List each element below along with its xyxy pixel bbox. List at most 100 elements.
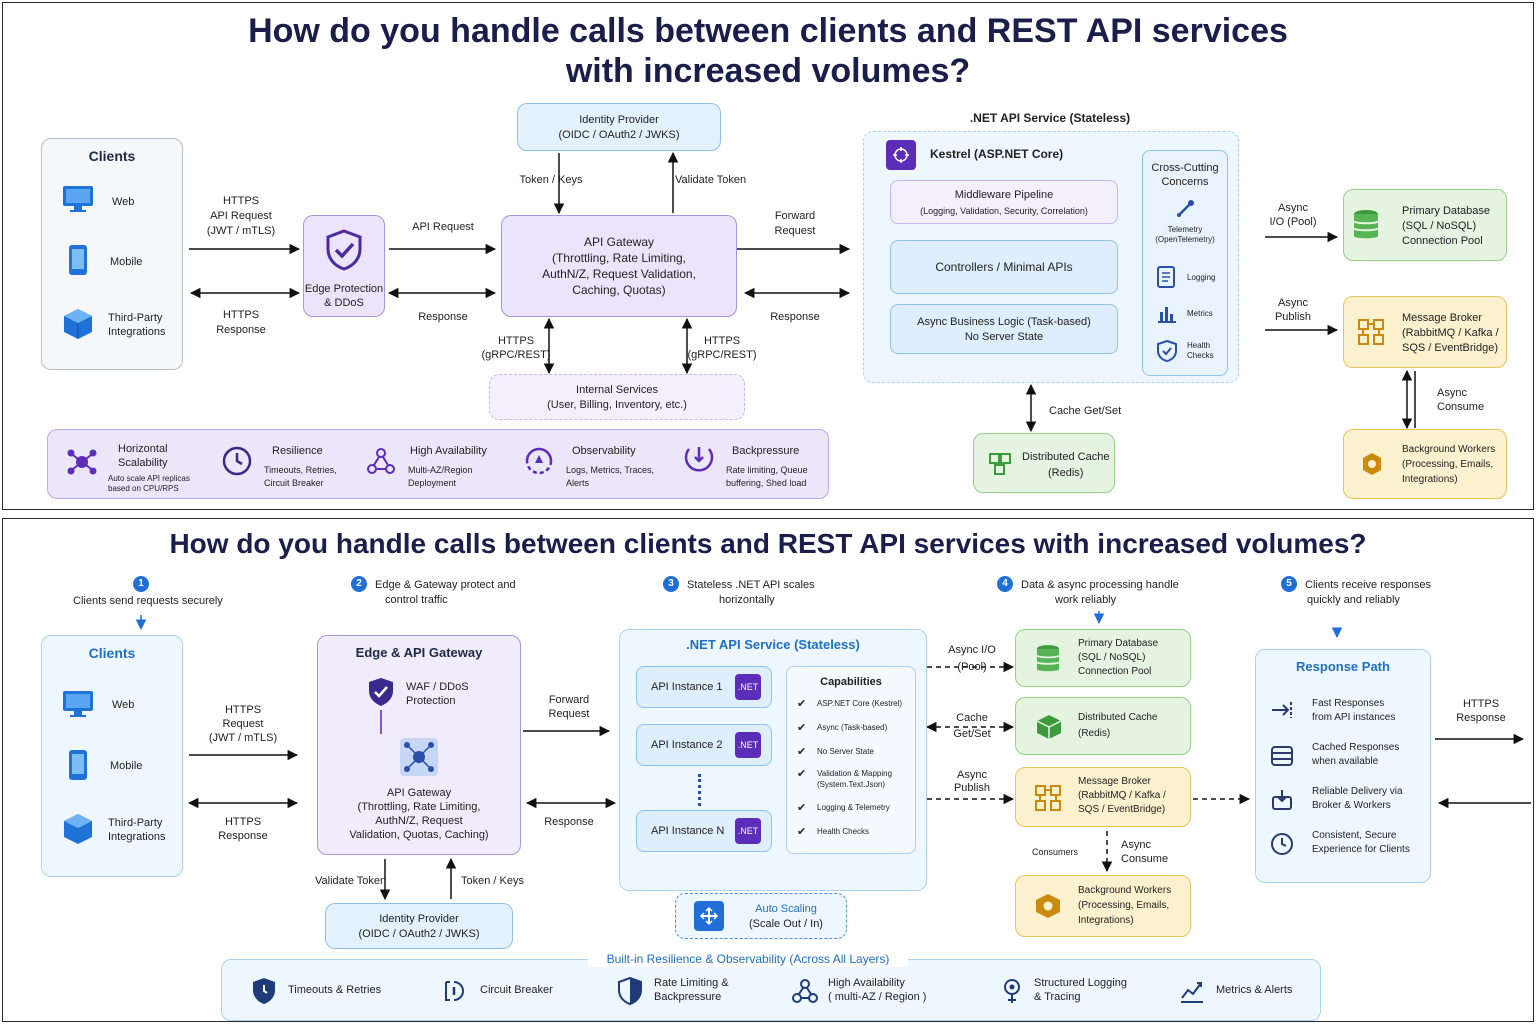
forward-request-label1: Forward <box>774 210 816 222</box>
forward-2-line2: Request <box>548 708 590 720</box>
gateway-label3: AuthN/Z, Request Validation, <box>542 267 696 281</box>
rp-item2-line2: when available <box>1312 756 1379 767</box>
check-icon: ✔ <box>797 746 807 758</box>
res-item3-line2: Backpressure <box>654 991 722 1003</box>
token-keys-label: Token / Keys <box>519 174 583 186</box>
response-path-box: Response Path Fast Responses from API in… <box>1255 649 1431 883</box>
capability-3: No Server State <box>817 747 874 756</box>
controllers-box: Controllers / Minimal APIs <box>890 240 1118 294</box>
feature-resilience-desc1: Timeouts, Retries, <box>264 465 337 475</box>
feature-availability-title: High Availability <box>410 445 487 457</box>
db-label1: Primary Database <box>1402 205 1491 217</box>
feature-resilience-desc2: Circuit Breaker <box>264 478 324 488</box>
circuit-breaker-icon <box>440 976 468 1006</box>
res-item5-line2: & Tracing <box>1034 991 1081 1003</box>
service2-title: .NET API Service (Stateless) <box>686 637 860 652</box>
cube-icon-2 <box>62 812 94 846</box>
primary-database-box-2: Primary Database (SQL / NoSQL) Connectio… <box>1015 629 1191 687</box>
dotnet-badge-1: .NET <box>735 674 761 700</box>
https-resp-right-line2: Response <box>1456 712 1506 724</box>
api-request-label: API Request <box>412 221 474 233</box>
telemetry-label2: (OpenTelemetry) <box>1155 235 1215 244</box>
rp-item3-line2: Broker & Workers <box>1312 800 1391 811</box>
health-label1: Health <box>1187 341 1211 350</box>
rp-item3-line1: Reliable Delivery via <box>1312 786 1403 797</box>
health-shield-icon <box>1155 339 1179 363</box>
https-request-label3: (JWT / mTLS) <box>206 225 276 237</box>
https-grpc-left2: (gRPC/REST) <box>481 349 551 361</box>
bar-chart-icon <box>1155 301 1179 325</box>
identity2-label1: Identity Provider <box>379 913 459 925</box>
api-instance-n: API Instance N .NET <box>636 810 772 852</box>
telemetry-label1: Telemetry <box>1167 225 1203 234</box>
metrics-label: Metrics <box>1187 309 1213 318</box>
dotnet-service-box: Kestrel (ASP.NET Core) Middleware Pipeli… <box>863 131 1239 383</box>
res-item4-line2: ( multi-AZ / Region ) <box>828 991 927 1003</box>
response-2-label: Response <box>544 816 594 828</box>
shield-check-icon <box>324 228 364 272</box>
capability-1: ASP.NET Core (Kestrel) <box>817 699 903 708</box>
logging-label: Logging <box>1187 273 1216 282</box>
workers2-label2: (Processing, Emails, <box>1078 900 1170 911</box>
internal-label2: (User, Billing, Inventory, etc.) <box>547 399 687 411</box>
edge-gateway-box: Edge & API Gateway WAF / DDoS Protection… <box>317 635 521 855</box>
response-right-label: Response <box>770 311 820 323</box>
broker2-label3: SQS / EventBridge) <box>1078 804 1166 815</box>
internal-label1: Internal Services <box>576 384 658 396</box>
res-item6-label: Metrics & Alerts <box>1216 984 1293 996</box>
identity-provider-box-2: Identity Provider (OIDC / OAuth2 / JWKS) <box>325 903 513 949</box>
cache-2-line2: Get/Set <box>953 728 991 740</box>
rate-limit-shield-icon <box>616 976 644 1006</box>
step4-number: 4 <box>997 576 1013 592</box>
background-workers-box: Background Workers (Processing, Emails, … <box>1343 429 1507 499</box>
ha-network-icon <box>790 976 820 1006</box>
instances-ellipsis <box>698 774 702 806</box>
workers2-label3: Integrations) <box>1078 915 1134 926</box>
cache2-label2: (Redis) <box>1078 728 1111 739</box>
capability-4: Validation & Mapping <box>817 769 893 778</box>
db2-label1: Primary Database <box>1078 638 1159 649</box>
gateway-hub-icon <box>398 736 440 778</box>
edge-gateway-title: Edge & API Gateway <box>355 645 483 660</box>
waf-connector <box>380 710 382 734</box>
panel1-title-line1: How do you handle calls between clients … <box>248 12 1288 50</box>
forward-2-line1: Forward <box>548 694 590 706</box>
cache-box-icon-2 <box>1034 712 1064 742</box>
https-resp-2-line1: HTTPS <box>224 816 262 828</box>
metrics-alert-icon <box>1178 976 1206 1006</box>
async-io-2-line2: (Pool) <box>957 661 987 673</box>
async-pub-2-line2: Publish <box>953 782 991 794</box>
token-keys-2-label: Token / Keys <box>461 875 524 887</box>
workers-label2: (Processing, Emails, <box>1402 459 1494 470</box>
cache-2-line1: Cache <box>956 712 988 724</box>
cache-getset-label: Cache Get/Set <box>1049 405 1122 417</box>
broker-grid-icon-2 <box>1032 782 1064 814</box>
edge-label1: Edge Protection <box>304 283 384 295</box>
gw2-label4: Validation, Quotas, Caching) <box>349 829 489 841</box>
waf-label1: WAF / DDoS <box>406 681 469 693</box>
client-third-party-label2: Integrations <box>108 326 166 338</box>
step4-label1: Data & async processing handle <box>1021 579 1179 591</box>
availability-network-icon <box>364 444 398 478</box>
res-item2-label: Circuit Breaker <box>480 984 553 996</box>
broker-label3: SQS / EventBridge) <box>1402 342 1498 354</box>
bottom-diagram-panel: How do you handle calls between clients … <box>2 518 1534 1022</box>
rp-item1-line2: from API instances <box>1312 712 1396 723</box>
res-item4-line1: High Availability <box>828 977 905 989</box>
step5-label2: quickly and reliably <box>1307 594 1400 606</box>
feature-resilience-title: Resilience <box>272 445 323 457</box>
feature-backpressure-desc1: Rate limiting, Queue <box>726 465 808 475</box>
https-grpc-right2: (gRPC/REST) <box>687 349 757 361</box>
check-icon: ✔ <box>797 768 807 780</box>
db2-label2: (SQL / NoSQL) <box>1078 652 1146 663</box>
workers-icon-2 <box>1032 890 1064 922</box>
gw2-label2: (Throttling, Rate Limiting, <box>357 801 481 813</box>
middleware-pipeline-box: Middleware Pipeline (Logging, Validation… <box>890 180 1118 224</box>
cache2-label1: Distributed Cache <box>1078 712 1158 723</box>
https-request-label1: HTTPS <box>222 195 260 207</box>
edge-protection-box: Edge Protection & DDoS <box>303 215 385 317</box>
gateway-label2: (Throttling, Rate Limiting, <box>551 251 687 265</box>
background-workers-box-2: Background Workers (Processing, Emails, … <box>1015 875 1191 937</box>
https-grpc-left1: HTTPS <box>497 335 535 347</box>
https-resp-2-line2: Response <box>218 830 268 842</box>
